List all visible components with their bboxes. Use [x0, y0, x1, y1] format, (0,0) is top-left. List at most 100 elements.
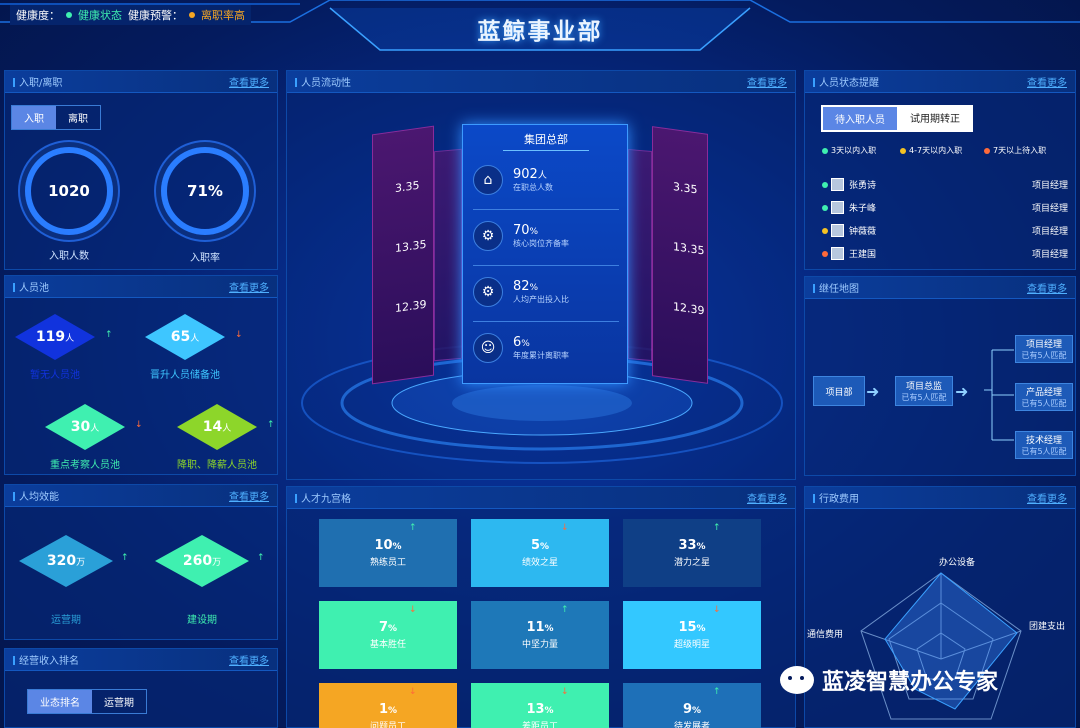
person-role: 项目经理: [1031, 250, 1068, 260]
pool-label: 降职、降薪人员池: [177, 460, 257, 471]
status-person-row[interactable]: 钟薇薇项目经理: [822, 224, 1072, 237]
warn-label: 健康预警：: [128, 9, 183, 22]
radar-axis-team: 团建支出: [1029, 622, 1066, 632]
trend-down-icon: ↓: [561, 687, 569, 697]
nine-grid-cell[interactable]: 7%基本胜任: [319, 601, 457, 669]
status-dot: [822, 181, 828, 188]
nine-grid-cell[interactable]: 13%差距员工: [471, 683, 609, 728]
side-card-right: 3.35 13.35 12.39: [652, 126, 708, 384]
divider: [473, 265, 619, 266]
entry-panel: 入职/离职查看更多 入职 离职 1020 入职人数 71% 入职率: [4, 70, 278, 270]
trend-up-icon: ↑: [713, 523, 721, 533]
tab-entry[interactable]: 入职: [12, 106, 56, 129]
status-legend-item: 3天以内入职: [822, 145, 876, 156]
succession-leaf-label: 技术经理: [1025, 436, 1062, 446]
person-name: 朱子峰: [849, 204, 877, 214]
succession-leaf[interactable]: 产品经理已有5人匹配: [1015, 383, 1073, 411]
efficiency-label: 建设期: [187, 615, 217, 626]
succession-leaf-label: 项目经理: [1025, 340, 1062, 350]
tab-leave[interactable]: 离职: [68, 114, 88, 125]
nine-grid-cell[interactable]: 33%潜力之星: [623, 519, 761, 587]
status-more-link[interactable]: 查看更多: [1027, 78, 1067, 89]
nine-grid-cell[interactable]: 15%超级明星: [623, 601, 761, 669]
succession-leaf[interactable]: 项目经理已有5人匹配: [1015, 335, 1073, 363]
home-icon: ⌂: [473, 165, 503, 195]
nine-grid-label: 基本胜任: [369, 640, 406, 650]
trend-down-icon: ↓: [713, 605, 721, 615]
tab-ranking[interactable]: 业态排名: [28, 690, 92, 713]
nine-grid-more-link[interactable]: 查看更多: [747, 494, 787, 505]
legend-dot: [900, 147, 906, 154]
entry-tabs: 入职 离职: [11, 105, 101, 130]
succession-more-link[interactable]: 查看更多: [1027, 284, 1067, 295]
entry-more-link[interactable]: 查看更多: [229, 78, 269, 89]
succession-mid-label: 项目总监: [905, 382, 942, 392]
platform-graphic: [301, 342, 783, 464]
nine-grid-cell[interactable]: 10%熟练员工: [319, 519, 457, 587]
status-tabs: 待入职人员 试用期转正: [821, 105, 973, 132]
trend-up-icon: ↑: [409, 523, 417, 533]
pool-value: 14: [202, 419, 223, 435]
nine-grid-label: 绩效之星: [521, 558, 558, 568]
nine-grid-cell[interactable]: 9%待发展者: [623, 683, 761, 728]
center-card-title: 集团总部: [503, 131, 589, 151]
succession-mid[interactable]: 项目总监已有5人匹配: [895, 376, 953, 406]
succession-leaf[interactable]: 技术经理已有5人匹配: [1015, 431, 1073, 459]
header: 健康度： 健康状态 健康预警： 离职率高 蓝鲸事业部: [0, 0, 1080, 58]
efficiency-unit: 万: [212, 557, 222, 568]
nine-grid-value: 9%: [682, 702, 702, 717]
pool-value: 119: [35, 329, 66, 345]
status-dot: [822, 227, 828, 234]
status-person-row[interactable]: 朱子峰项目经理: [822, 201, 1072, 214]
tab-probation[interactable]: 试用期转正: [898, 106, 972, 131]
nine-grid-cell[interactable]: 5%绩效之星: [471, 519, 609, 587]
center-metric: ⚙82%人均产出投入比: [473, 277, 619, 307]
nine-grid-value: 11%: [526, 620, 554, 635]
pool-value: 65: [170, 329, 191, 345]
legend-dot: [822, 147, 828, 154]
admin-panel: 行政费用查看更多 办公设备 团建支出 通信费用: [804, 486, 1076, 728]
health-value: 健康状态: [78, 9, 122, 22]
tab-pending[interactable]: 待入职人员: [822, 106, 898, 131]
entry-title: 入职/离职: [13, 74, 62, 89]
tree-connector: [984, 349, 1014, 441]
pool-label: 重点考察人员池: [50, 460, 120, 471]
trend-down-icon: ↓: [409, 605, 417, 615]
succession-title: 继任地图: [813, 280, 859, 295]
center-metric-label: 年度累计离职率: [513, 351, 569, 360]
health-dot: [66, 12, 72, 18]
health-indicator: 健康度： 健康状态 健康预警： 离职率高: [10, 5, 251, 25]
user-icon: ☺: [473, 333, 503, 363]
succession-root[interactable]: 项目部: [813, 376, 865, 406]
efficiency-label: 运营期: [51, 615, 81, 626]
efficiency-more-link[interactable]: 查看更多: [229, 492, 269, 503]
center-metric: ☺6%年度累计离职率: [473, 333, 619, 363]
arrow-right-icon: ➜: [866, 382, 880, 401]
center-metric-value: 82%: [513, 279, 539, 294]
nine-grid-label: 潜力之星: [673, 558, 710, 568]
efficiency-unit: 万: [76, 557, 86, 568]
avatar: [831, 247, 844, 260]
pool-unit: 人: [90, 423, 100, 434]
status-person-row[interactable]: 王建国项目经理: [822, 247, 1072, 260]
status-person-row[interactable]: 张勇诗项目经理: [822, 178, 1072, 191]
flow-more-link[interactable]: 查看更多: [747, 78, 787, 89]
tab-operation[interactable]: 运营期: [104, 698, 134, 709]
divider: [473, 321, 619, 322]
pool-label: 晋升人员储备池: [150, 370, 220, 381]
admin-more-link[interactable]: 查看更多: [1027, 494, 1067, 505]
pool-more-link[interactable]: 查看更多: [229, 283, 269, 294]
radar-axis-comm: 通信费用: [807, 630, 844, 640]
nine-grid-label: 差距员工: [521, 722, 558, 728]
entry-rate-ring: 71%: [161, 147, 249, 235]
side-right-value-1: 3.35: [673, 180, 698, 197]
nine-grid-cell[interactable]: 11%中坚力量: [471, 601, 609, 669]
nine-grid-cell[interactable]: 1%问题员工: [319, 683, 457, 728]
revenue-more-link[interactable]: 查看更多: [229, 656, 269, 667]
